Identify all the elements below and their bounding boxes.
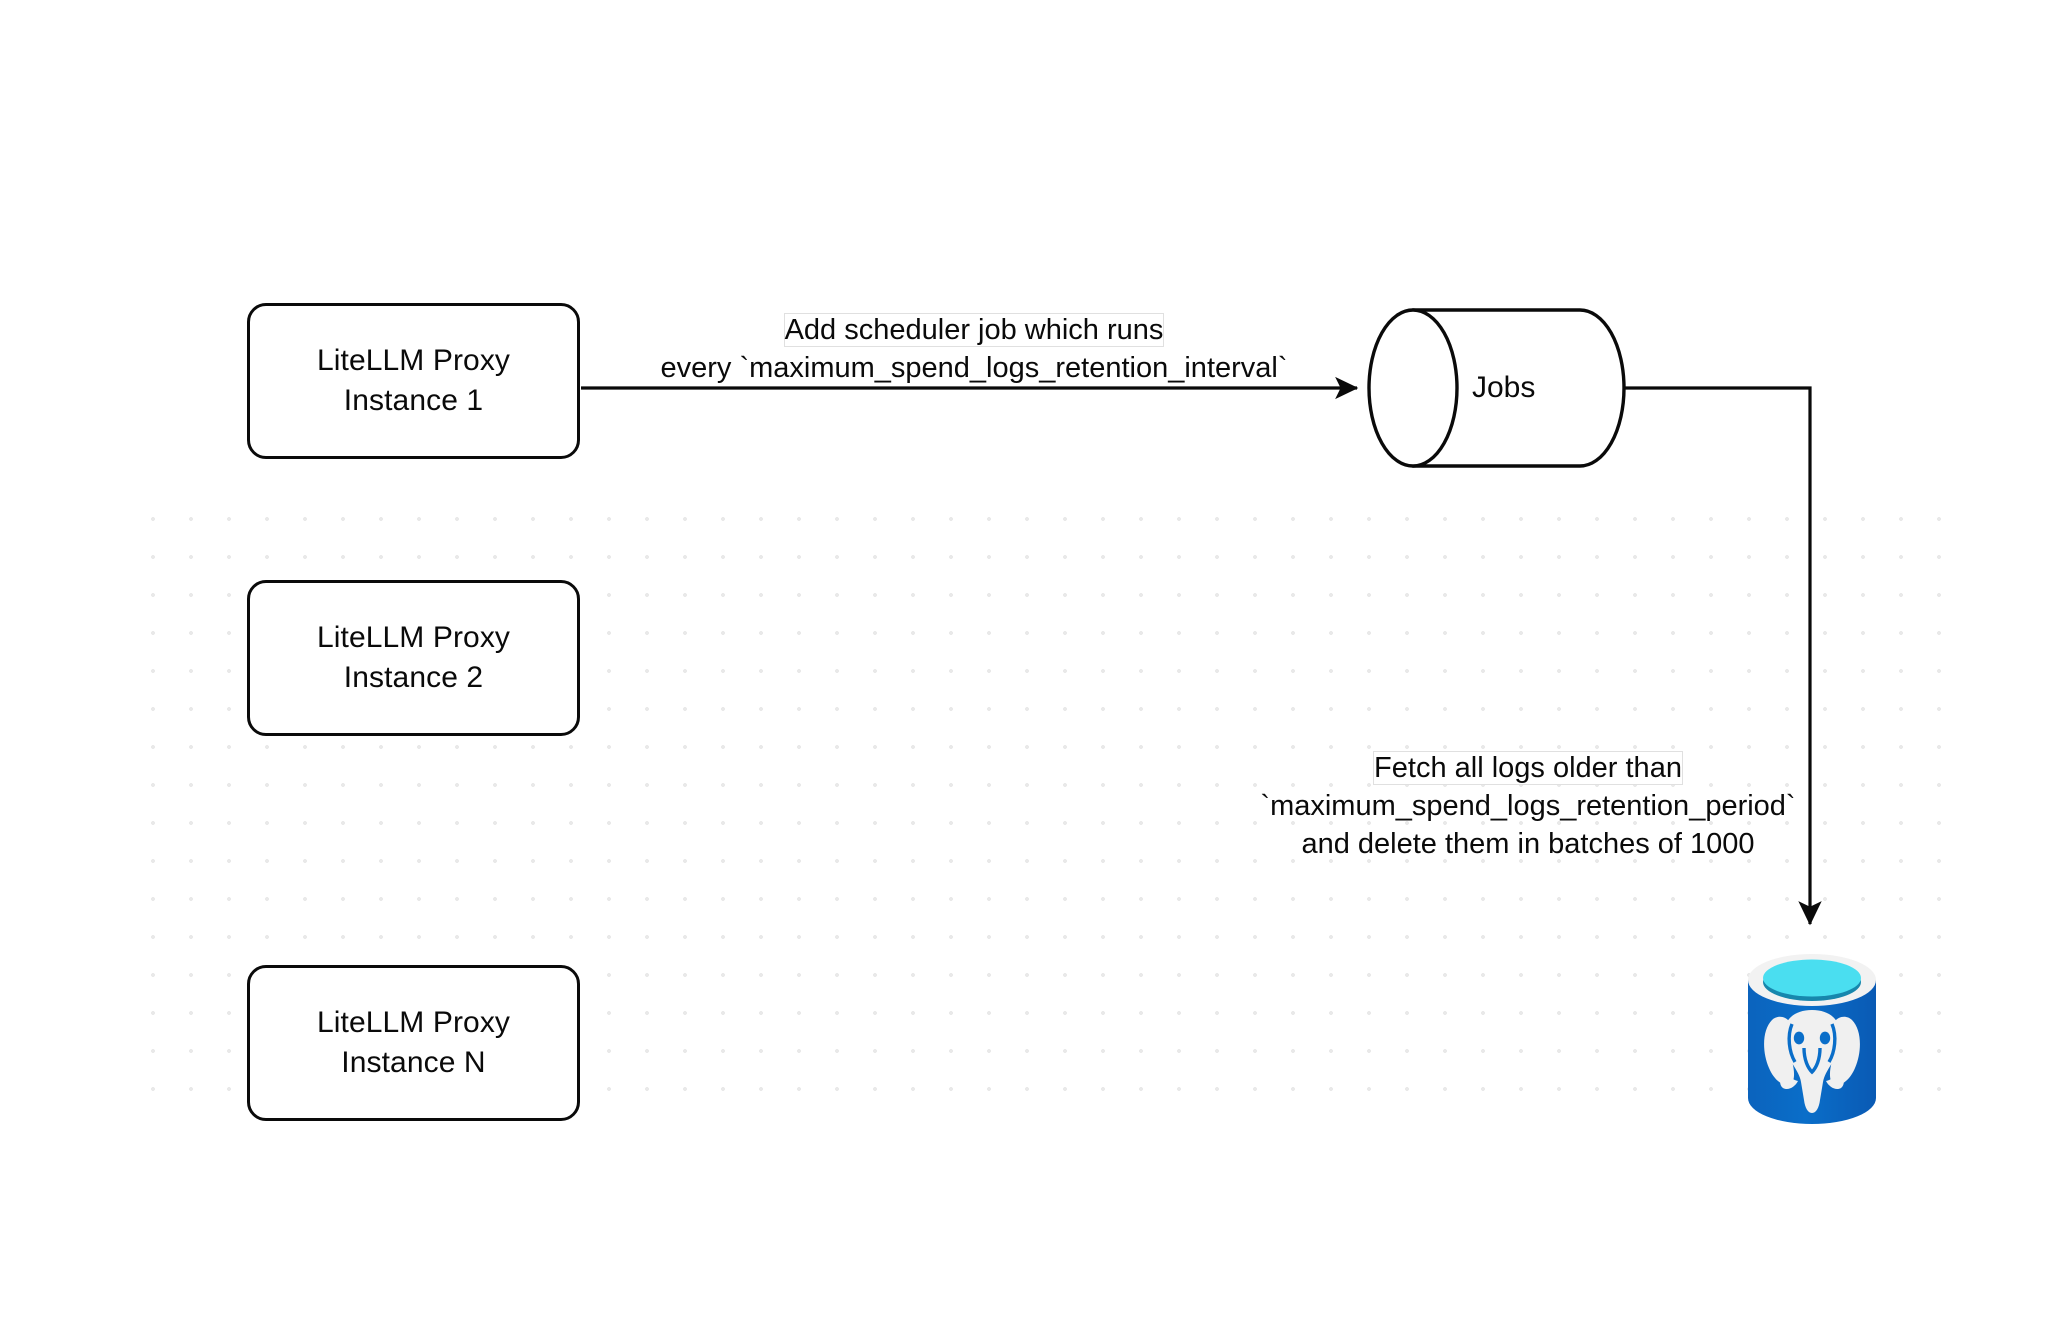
edge-label-cleanup: Fetch all logs older than `maximum_spend… xyxy=(1248,750,1808,864)
node-label-line1: LiteLLM Proxy xyxy=(316,621,511,655)
node-label-line2: Instance 1 xyxy=(343,384,484,417)
edge-label-schedule: Add scheduler job which runs every `maxi… xyxy=(604,312,1344,388)
node-label-line2: Instance N xyxy=(341,1046,486,1079)
node-label-line1: LiteLLM Proxy xyxy=(316,1006,511,1040)
edge-label-schedule-line2: every `maximum_spend_logs_retention_inte… xyxy=(660,351,1288,384)
node-litellm-proxy-instance-1[interactable]: LiteLLM Proxy Instance 1 xyxy=(247,303,580,459)
database-icon xyxy=(1748,954,1876,1124)
node-litellm-proxy-instance-n[interactable]: LiteLLM Proxy Instance N xyxy=(247,965,580,1121)
postgres-elephant-eyes xyxy=(1793,1031,1831,1045)
edge-label-schedule-line1: Add scheduler job which runs xyxy=(604,312,1344,350)
jobs-cylinder-label: Jobs xyxy=(1472,371,1536,404)
node-litellm-proxy-instance-2[interactable]: LiteLLM Proxy Instance 2 xyxy=(247,580,580,736)
node-label-line2: Instance 2 xyxy=(343,661,484,694)
node-label-line1: LiteLLM Proxy xyxy=(316,344,511,378)
edge-label-cleanup-line3: and delete them in batches of 1000 xyxy=(1301,827,1755,860)
edge-label-schedule-line1-text: Add scheduler job which runs xyxy=(784,314,1164,346)
edge-label-cleanup-line1: Fetch all logs older than xyxy=(1248,750,1808,788)
postgres-elephant-outline xyxy=(1787,1023,1837,1075)
edge-label-cleanup-line2: `maximum_spend_logs_retention_period` xyxy=(1260,789,1796,822)
database-top-surface xyxy=(1763,959,1861,997)
edge-label-cleanup-line1-text: Fetch all logs older than xyxy=(1374,752,1682,784)
jobs-cylinder xyxy=(1367,308,1626,468)
edge-jobs-to-database xyxy=(1624,386,1822,926)
